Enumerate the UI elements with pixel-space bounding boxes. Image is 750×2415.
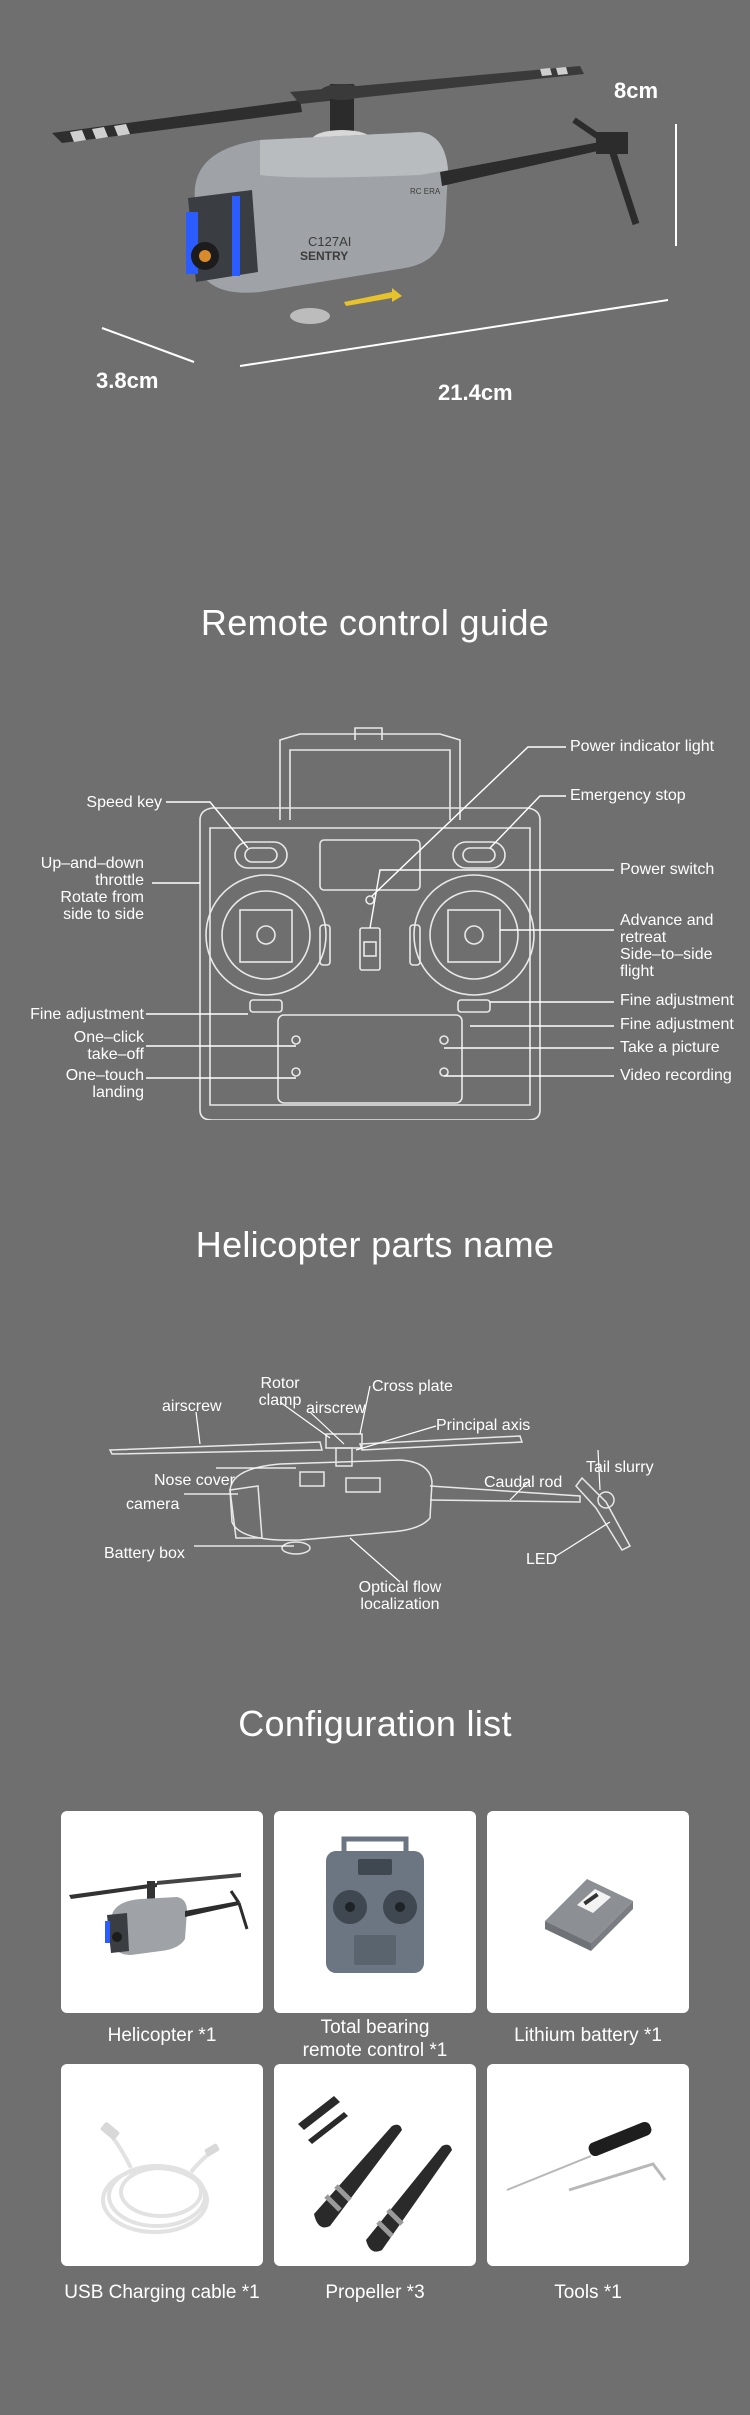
label-fine-adjustment-right-1: Fine adjustment <box>620 992 734 1009</box>
parts-title: Helicopter parts name <box>195 1224 555 1265</box>
label-take-a-picture: Take a picture <box>620 1039 720 1056</box>
label-optical-flow: Optical flow localization <box>358 1579 442 1613</box>
label-principal-axis: Principal axis <box>436 1417 531 1434</box>
main-rotor-blade <box>52 66 584 143</box>
config-title: Configuration list <box>238 1703 512 1744</box>
label-caudal-rod: Caudal rod <box>484 1474 563 1491</box>
label-camera: camera <box>126 1496 180 1513</box>
label-one-click-takeoff: One–click take–off <box>73 1029 144 1063</box>
config-card-propeller <box>274 2064 476 2266</box>
label-video-recording: Video recording <box>620 1067 732 1084</box>
label-power-switch: Power switch <box>620 861 715 878</box>
config-card-tools <box>487 2064 689 2266</box>
label-cross-plate: Cross plate <box>372 1378 453 1395</box>
config-card-remote <box>274 1811 476 2013</box>
label-advance-retreat: Advance and retreat Side–to–side flight <box>620 912 714 980</box>
hero-helicopter-illustration: C127AI SENTRY RC ERA <box>52 66 677 367</box>
label-airscrew-mid: airscrew <box>306 1400 366 1417</box>
config-card-usb <box>61 2064 263 2266</box>
label-battery-box: Battery box <box>104 1545 185 1562</box>
config-label-battery: Lithium battery *1 <box>514 2025 662 2046</box>
rc-era-print: RC ERA <box>410 187 441 196</box>
config-label-tools: Tools *1 <box>554 2282 622 2303</box>
label-nose-cover: Nose cover <box>154 1472 235 1489</box>
config-card-helicopter <box>61 1811 263 2013</box>
sentry-print: SENTRY <box>300 249 348 263</box>
label-power-indicator-light: Power indicator light <box>570 738 715 755</box>
label-speed-key: Speed key <box>86 794 162 811</box>
dimension-height: 8cm <box>614 78 659 103</box>
label-one-touch-landing: One–touch landing <box>65 1067 144 1101</box>
config-label-remote: Total bearing remote control *1 <box>302 2017 448 2061</box>
propeller-icon <box>298 2096 452 2252</box>
helicopter-icon <box>69 1873 249 1955</box>
config-label-usb: USB Charging cable *1 <box>64 2282 260 2303</box>
tools-icon <box>506 2121 667 2192</box>
battery-icon <box>545 1879 633 1951</box>
label-led: LED <box>526 1551 558 1568</box>
label-fine-adjustment-right-2: Fine adjustment <box>620 1016 734 1033</box>
config-label-helicopter: Helicopter *1 <box>107 2025 217 2046</box>
config-label-propeller: Propeller *3 <box>325 2282 425 2303</box>
dimension-length: 21.4cm <box>438 380 513 405</box>
label-throttle: Up–and–down throttle Rotate from side to… <box>40 855 144 923</box>
label-rotor-clamp: Rotor clamp <box>258 1375 302 1409</box>
remote-control-diagram <box>146 727 614 1120</box>
dimension-width: 3.8cm <box>96 368 159 393</box>
label-tail-slurry: Tail slurry <box>586 1459 654 1476</box>
config-card-battery <box>487 1811 689 2013</box>
remote-control-icon <box>326 1836 424 1973</box>
remote-guide-title: Remote control guide <box>200 602 550 643</box>
model-print: C127AI <box>308 234 351 249</box>
label-fine-adjustment-left: Fine adjustment <box>30 1006 144 1023</box>
label-emergency-stop: Emergency stop <box>570 787 686 804</box>
helicopter-parts-diagram <box>108 1385 632 1583</box>
usb-cable-icon <box>100 2122 220 2234</box>
label-airscrew-left: airscrew <box>162 1398 222 1415</box>
